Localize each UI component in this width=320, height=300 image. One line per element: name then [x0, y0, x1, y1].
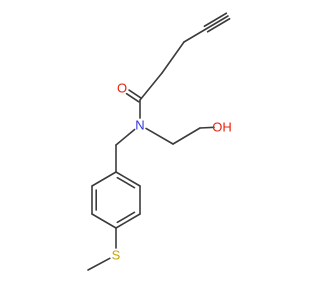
bond-c_carbonyl-o_carbonyl-a: [128, 89, 143, 99]
atom-label-n-amide: N: [135, 118, 144, 133]
bond-c_ring_3-c_ring_4-inner: [116, 211, 136, 224]
bond-c_alkyne_inner-c_ch2_a: [183, 28, 207, 43]
bond-layer: [87, 12, 231, 271]
label-layer: O N OH S: [112, 81, 232, 263]
bond-c_ethyl_a-c_ethyl_b: [172, 127, 201, 145]
bond-n_amide-c_ethyl_a: [145, 127, 174, 145]
bond-c_ch2_b-c_carbonyl: [139, 72, 163, 101]
bond-c_ring_6-c_ring_1: [91, 171, 117, 187]
molecule-structure: O N OH S: [87, 12, 232, 271]
molecule-diagram: O N OH S: [87, 12, 232, 271]
bond-c_ring_1-c_ring_2-outer: [115, 171, 141, 187]
bond-s_thioether-c_methyl: [87, 257, 111, 271]
bond-c_alkyne_end-c_alkyne_inner-side-b: [206, 17, 231, 33]
bond-c_ring_3-c_ring_4-outer: [115, 213, 141, 229]
bond-c_alkyne_end-c_alkyne_inner-side-a: [203, 12, 228, 28]
bond-c_ethyl_b-o_hydroxyl: [199, 126, 215, 129]
bond-c_ring_1-c_ring_2-inner: [116, 176, 136, 189]
bond-n_amide-c_benzyl: [115, 128, 136, 146]
atom-label-o-carbonyl: O: [117, 81, 127, 96]
atom-label-o-hydroxyl: OH: [212, 120, 232, 135]
bond-c_carbonyl-o_carbonyl-b: [125, 92, 140, 103]
bond-c_alkyne_end-c_alkyne_inner-center: [205, 15, 229, 30]
atom-label-s-thioether: S: [112, 248, 121, 263]
bond-c_ring_4-c_ring_5: [91, 213, 117, 229]
bond-c_ch2_a-c_ch2_b: [161, 41, 185, 74]
